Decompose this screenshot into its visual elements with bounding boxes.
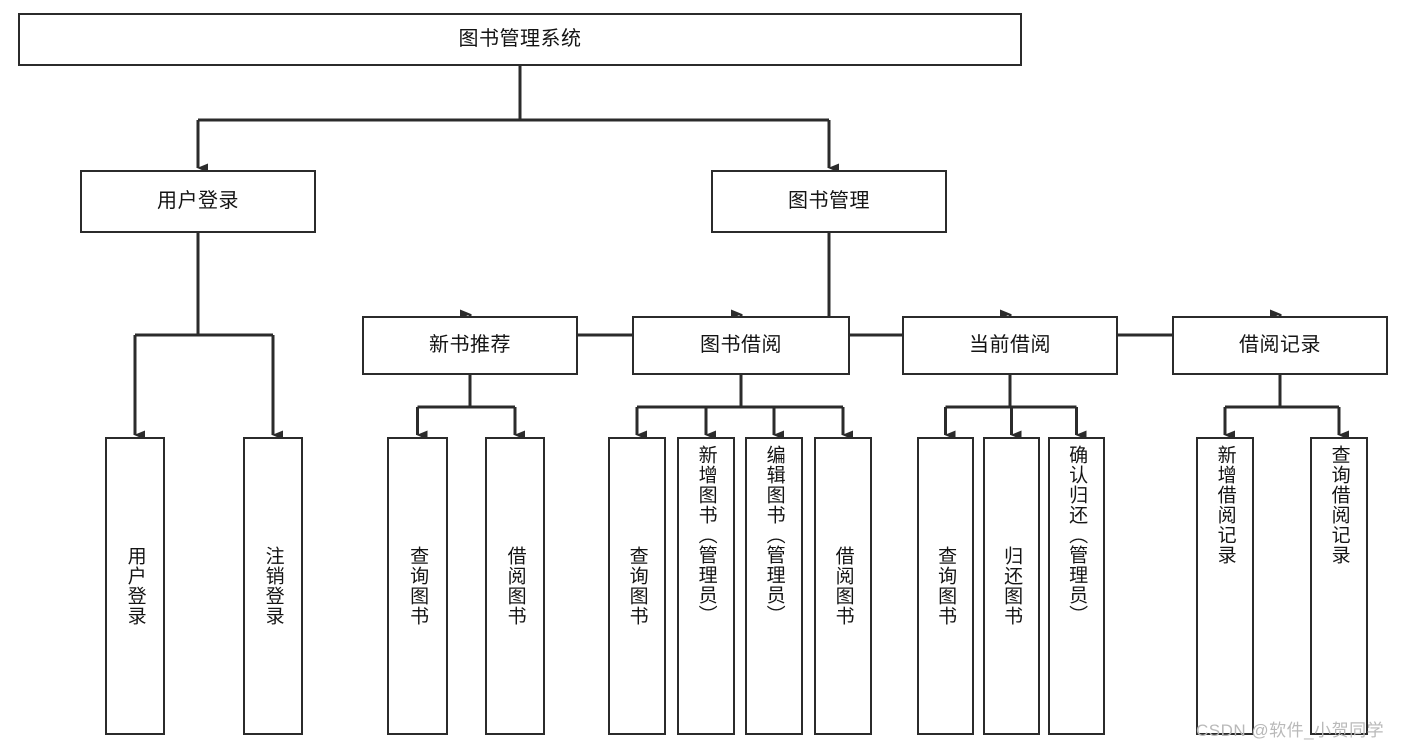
node-label: 用户登录 bbox=[157, 189, 239, 212]
node-label: 借阅图书 bbox=[832, 546, 854, 626]
node-label: 注销登录 bbox=[262, 546, 284, 626]
node-leaf-add-book-admin[interactable]: 新增图书（管理员） bbox=[677, 437, 735, 735]
node-leaf-add-borrow-record[interactable]: 新增借阅记录 bbox=[1196, 437, 1254, 735]
node-label: 查询图书 bbox=[407, 546, 429, 626]
node-leaf-query-book-cur[interactable]: 查询图书 bbox=[917, 437, 974, 735]
node-label: 归还图书 bbox=[1001, 546, 1023, 626]
node-leaf-query-borrow-record[interactable]: 查询借阅记录 bbox=[1310, 437, 1368, 735]
node-leaf-return-book[interactable]: 归还图书 bbox=[983, 437, 1040, 735]
node-leaf-query-book-rec[interactable]: 查询图书 bbox=[387, 437, 448, 735]
node-label: 图书管理系统 bbox=[458, 27, 582, 50]
node-label: 借阅图书 bbox=[504, 546, 526, 626]
node-label: 借阅记录 bbox=[1239, 333, 1321, 356]
node-leaf-borrow-book-rec[interactable]: 借阅图书 bbox=[485, 437, 545, 735]
node-label: 新书推荐 bbox=[429, 333, 511, 356]
node-current-borrow[interactable]: 当前借阅 bbox=[902, 316, 1118, 375]
node-label: 确认归还（管理员） bbox=[1066, 445, 1088, 625]
node-leaf-query-book-borrow[interactable]: 查询图书 bbox=[608, 437, 666, 735]
node-label: 图书借阅 bbox=[700, 333, 782, 356]
csdn-watermark: CSDN @软件_小贺同学 bbox=[1196, 721, 1385, 740]
node-label: 查询图书 bbox=[626, 546, 648, 626]
node-root[interactable]: 图书管理系统 bbox=[18, 13, 1022, 66]
node-user-login[interactable]: 用户登录 bbox=[80, 170, 316, 233]
node-book-manage[interactable]: 图书管理 bbox=[711, 170, 947, 233]
node-label: 查询图书 bbox=[935, 546, 957, 626]
node-label: 图书管理 bbox=[788, 189, 870, 212]
node-label: 当前借阅 bbox=[969, 333, 1051, 356]
node-new-book-recommend[interactable]: 新书推荐 bbox=[362, 316, 578, 375]
node-leaf-user-login[interactable]: 用户登录 bbox=[105, 437, 165, 735]
node-leaf-edit-book-admin[interactable]: 编辑图书（管理员） bbox=[745, 437, 803, 735]
node-label: 查询借阅记录 bbox=[1328, 445, 1350, 565]
node-label: 编辑图书（管理员） bbox=[763, 445, 785, 625]
node-label: 新增借阅记录 bbox=[1214, 445, 1236, 565]
node-borrow-record[interactable]: 借阅记录 bbox=[1172, 316, 1388, 375]
node-leaf-logout[interactable]: 注销登录 bbox=[243, 437, 303, 735]
node-book-borrow[interactable]: 图书借阅 bbox=[632, 316, 850, 375]
node-leaf-confirm-return-admin[interactable]: 确认归还（管理员） bbox=[1048, 437, 1105, 735]
node-label: 新增图书（管理员） bbox=[695, 445, 717, 625]
node-leaf-borrow-book[interactable]: 借阅图书 bbox=[814, 437, 872, 735]
node-label: 用户登录 bbox=[124, 546, 146, 626]
